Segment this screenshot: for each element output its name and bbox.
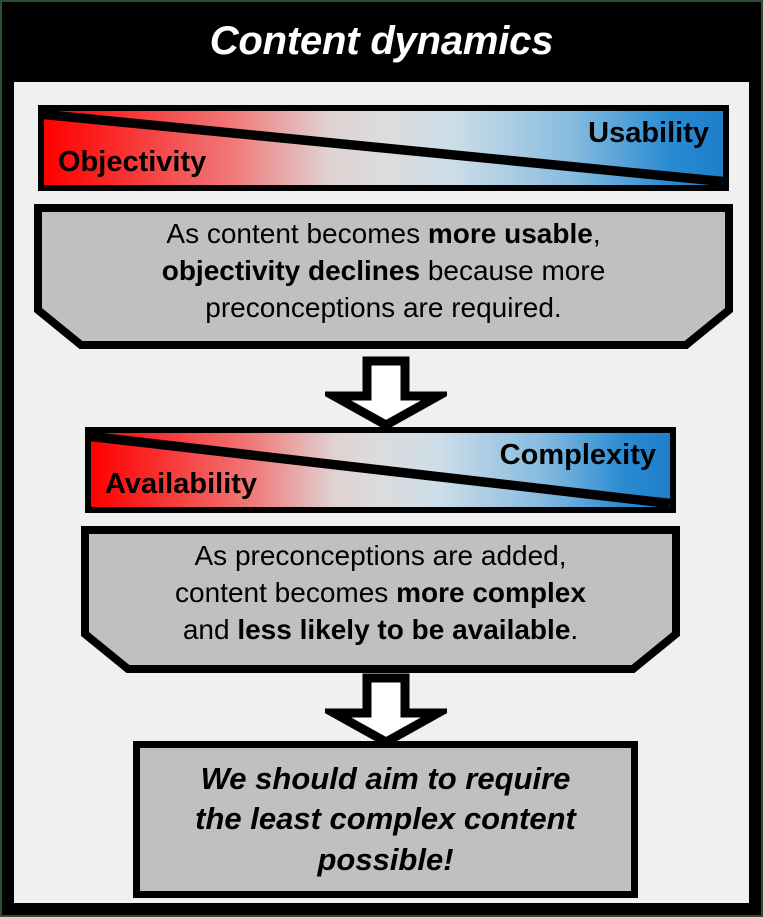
down-arrow-1 bbox=[325, 356, 447, 430]
gradient-bar-objectivity-usability: Objectivity Usability bbox=[38, 105, 729, 191]
gradient-label-right-1: Usability bbox=[588, 117, 709, 149]
gradient-label-right-2: Complexity bbox=[499, 439, 656, 471]
statement-text-plain: , bbox=[592, 218, 601, 249]
statement-text-plain: As preconceptions are added, bbox=[194, 540, 567, 571]
banner-shape-2 bbox=[81, 526, 680, 673]
statement-text-bold: more usable bbox=[427, 218, 593, 249]
statement-text-2: As preconceptions are added, content bec… bbox=[81, 526, 680, 649]
diagram-canvas: Objectivity Usability As content becomes… bbox=[14, 82, 749, 903]
statement-line-3: and less likely to be available. bbox=[115, 612, 646, 649]
conclusion-text: We should aim to require the least compl… bbox=[181, 759, 590, 880]
conclusion-line-3: possible! bbox=[317, 841, 454, 877]
conclusion-line-2: the least complex content bbox=[195, 801, 576, 837]
gradient-bar-availability-complexity: Availability Complexity bbox=[85, 427, 676, 513]
statement-text-plain: and bbox=[182, 613, 238, 645]
statement-text-plain: preconceptions are required. bbox=[205, 291, 562, 323]
gradient-label-left-1: Objectivity bbox=[58, 146, 207, 178]
banner-shape-1 bbox=[34, 204, 733, 349]
statement-banner-2: As preconceptions are added, content bec… bbox=[81, 526, 680, 673]
statement-banner-1: As content becomes more usable, objectiv… bbox=[34, 204, 733, 349]
gradient-label-left-2: Availability bbox=[105, 468, 258, 500]
statement-text-bold: less likely to be available bbox=[237, 613, 571, 645]
statement-text-bold: objectivity declines bbox=[161, 254, 421, 286]
page-title: Content dynamics bbox=[209, 18, 554, 63]
statement-line-1: As content becomes more usable, bbox=[68, 216, 699, 253]
down-arrow-icon bbox=[325, 356, 447, 430]
statement-line-3: preconceptions are required. bbox=[68, 290, 699, 327]
statement-text-plain: content becomes bbox=[175, 576, 397, 608]
statement-line-2: content becomes more complex bbox=[115, 575, 646, 612]
statement-line-2: objectivity declines because more bbox=[68, 253, 699, 290]
statement-text-plain: because more bbox=[420, 254, 606, 286]
diagonal-divider-line bbox=[91, 433, 670, 507]
statement-text-bold: more complex bbox=[396, 576, 586, 608]
statement-line-1: As preconceptions are added, bbox=[115, 538, 646, 575]
statement-text-plain: . bbox=[570, 613, 579, 645]
title-bar: Content dynamics bbox=[2, 2, 761, 80]
conclusion-line-1: We should aim to require bbox=[200, 761, 571, 797]
conclusion-box: We should aim to require the least compl… bbox=[133, 741, 638, 898]
down-arrow-2 bbox=[325, 673, 447, 747]
statement-text-plain: As content becomes bbox=[166, 218, 428, 249]
diagonal-divider-line bbox=[44, 111, 723, 185]
statement-text-1: As content becomes more usable, objectiv… bbox=[34, 204, 733, 327]
down-arrow-icon bbox=[325, 673, 447, 747]
